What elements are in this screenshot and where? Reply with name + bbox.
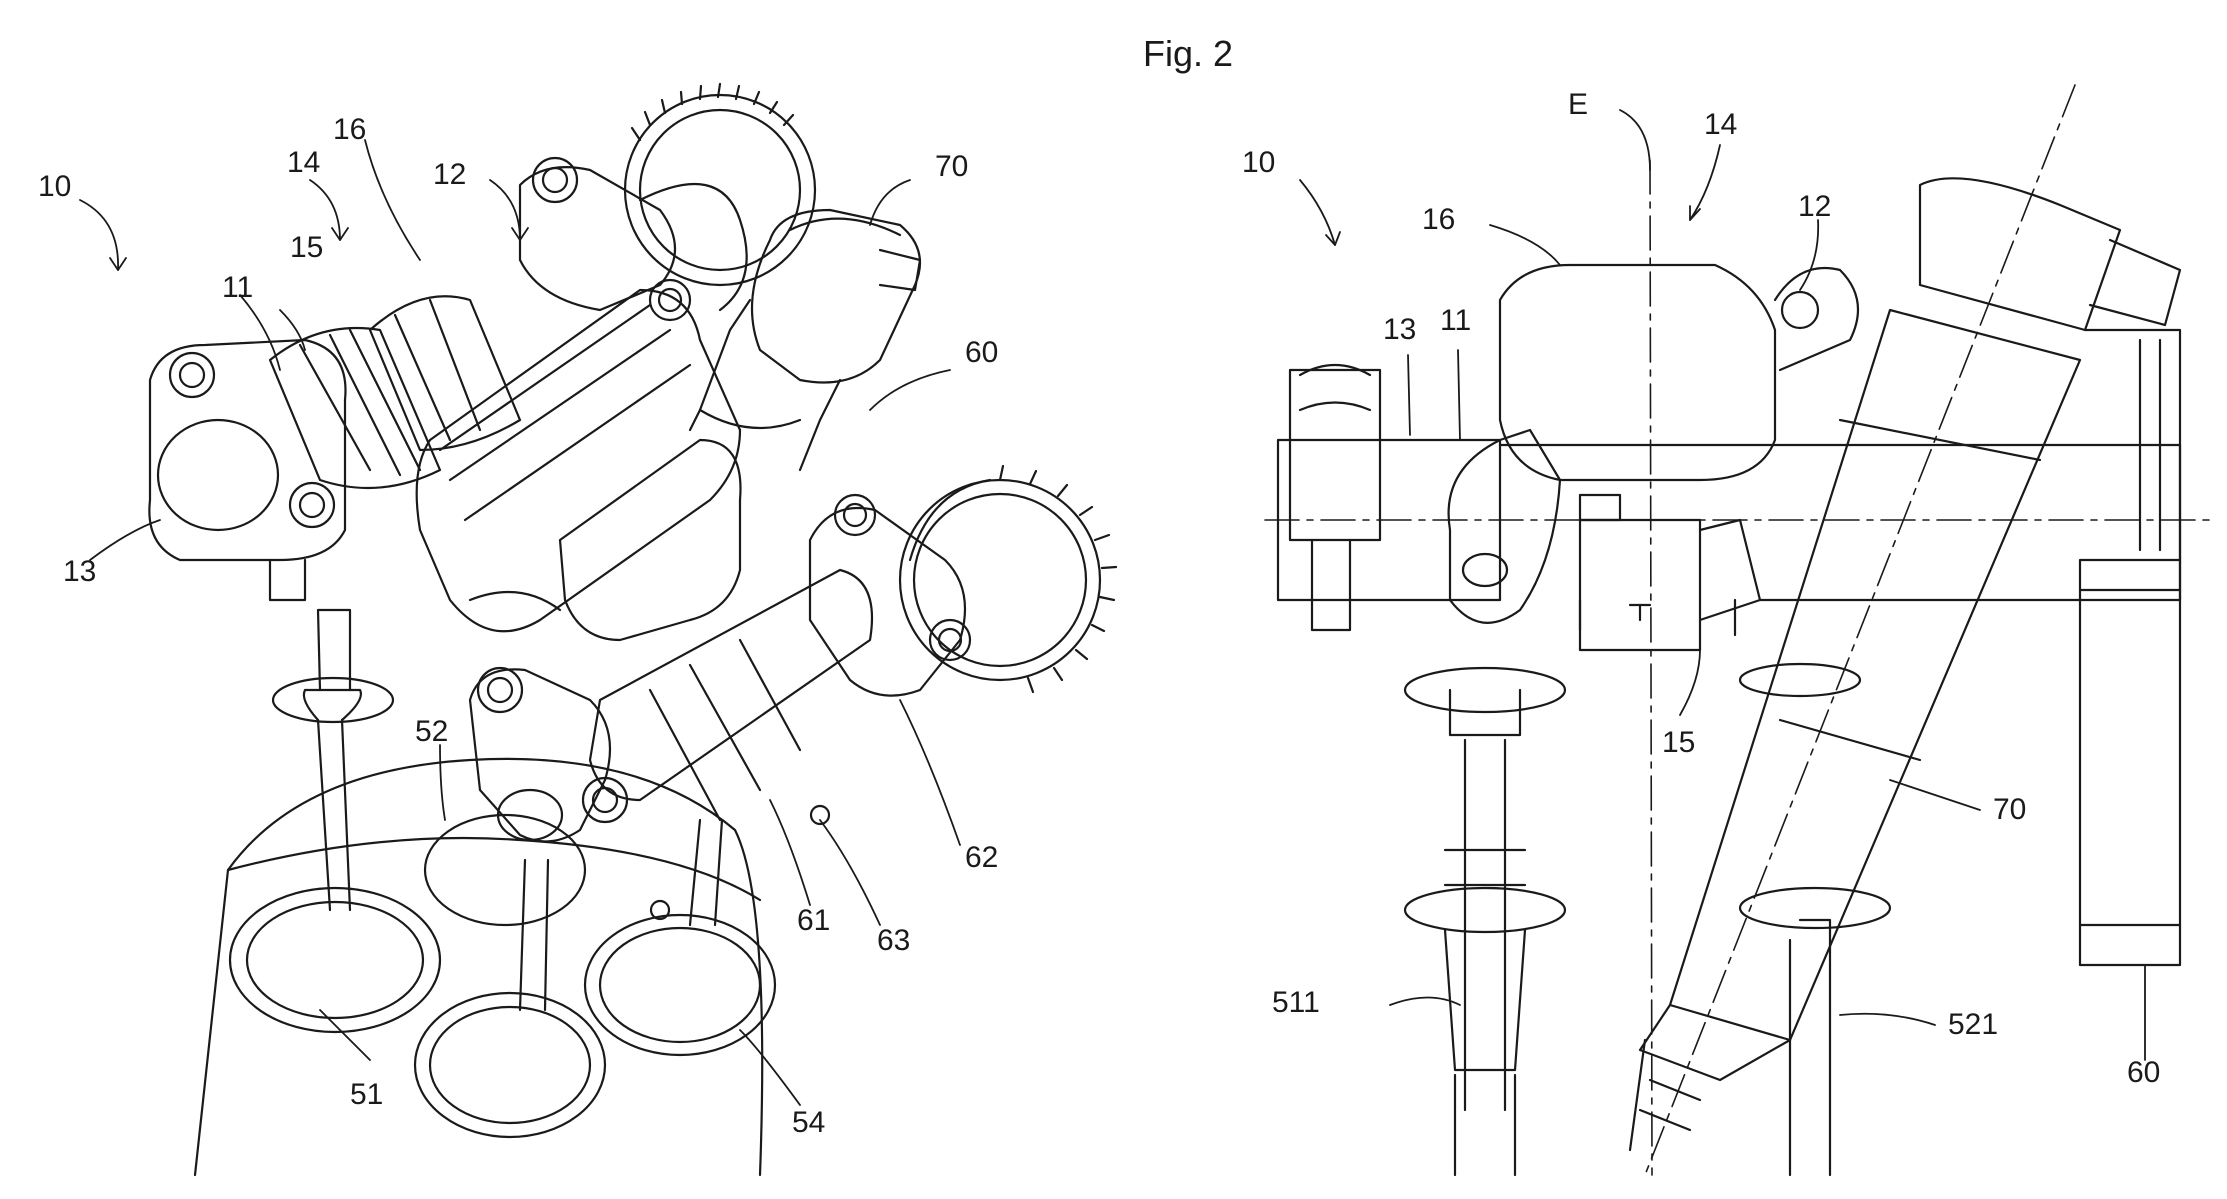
label-60-left: 60 — [965, 336, 999, 369]
label-13-right: 13 — [1383, 313, 1417, 346]
cam-end-13 — [158, 420, 278, 530]
label-16-right: 16 — [1422, 203, 1456, 236]
label-63-left: 63 — [877, 924, 911, 957]
label-13-left: 13 — [63, 555, 97, 588]
valve-seat-52 — [425, 815, 585, 925]
label-60-right: 60 — [2127, 1056, 2161, 1089]
right-side-view — [1265, 85, 2210, 1175]
label-11-left: 11 — [222, 271, 254, 304]
leader-lines-left — [80, 140, 960, 1105]
cam-bearing-62 — [810, 508, 965, 696]
label-15-right: 15 — [1662, 726, 1696, 759]
label-61-left: 61 — [797, 904, 831, 937]
injector-70-side — [1670, 310, 2080, 1040]
label-511: 511 — [1272, 986, 1320, 1019]
label-14-right: 14 — [1704, 108, 1738, 141]
label-14-left: 14 — [287, 146, 321, 179]
label-521: 521 — [1948, 1008, 1999, 1041]
axis-E — [1650, 160, 1652, 1175]
camshaft-body — [1278, 440, 1500, 600]
label-12-left: 12 — [433, 158, 467, 191]
label-10-left: 10 — [38, 170, 72, 203]
label-16-left: 16 — [333, 113, 367, 146]
camshaft-61 — [590, 570, 872, 800]
rear-bearing — [520, 167, 675, 310]
label-62-left: 62 — [965, 841, 999, 874]
label-54-left: 54 — [792, 1106, 826, 1139]
injector-axis — [1645, 85, 2075, 1175]
label-E: E — [1568, 88, 1589, 121]
housing-16 — [417, 290, 740, 631]
leader-lines-right — [1300, 110, 2145, 1060]
gear-60-side — [2080, 560, 2180, 965]
label-15-left: 15 — [290, 231, 324, 264]
valve-stem-right — [690, 820, 722, 925]
actuator-15 — [1580, 520, 1700, 650]
valve-511 — [1465, 740, 1505, 1110]
label-70-left: 70 — [935, 150, 969, 183]
gear-60 — [900, 480, 1100, 680]
housing-16-side — [1500, 265, 1775, 480]
valve-521 — [1790, 920, 1830, 1175]
label-10-right: 10 — [1242, 146, 1276, 179]
valve-stem-left — [318, 720, 350, 910]
label-52-left: 52 — [415, 715, 449, 748]
label-70-right: 70 — [1993, 793, 2027, 826]
label-51-left: 51 — [350, 1078, 384, 1111]
camshaft-11 — [270, 328, 440, 488]
left-perspective-view — [80, 84, 1116, 1175]
valve-stem-front — [520, 860, 548, 1010]
valve-seat-54 — [585, 915, 775, 1055]
figure-title: Fig. 2 — [1143, 33, 1234, 74]
cylinder-head-outline — [195, 759, 762, 1175]
valve-seat-front — [415, 993, 605, 1137]
front-bearing — [470, 669, 610, 841]
valve-seat-51 — [230, 888, 440, 1032]
lever-pin — [1463, 554, 1507, 586]
label-12-right: 12 — [1798, 190, 1832, 223]
cam-bearing-13 — [149, 340, 345, 560]
injector-70 — [752, 210, 920, 383]
top-gear — [625, 95, 815, 285]
label-11-right: 11 — [1440, 304, 1472, 337]
